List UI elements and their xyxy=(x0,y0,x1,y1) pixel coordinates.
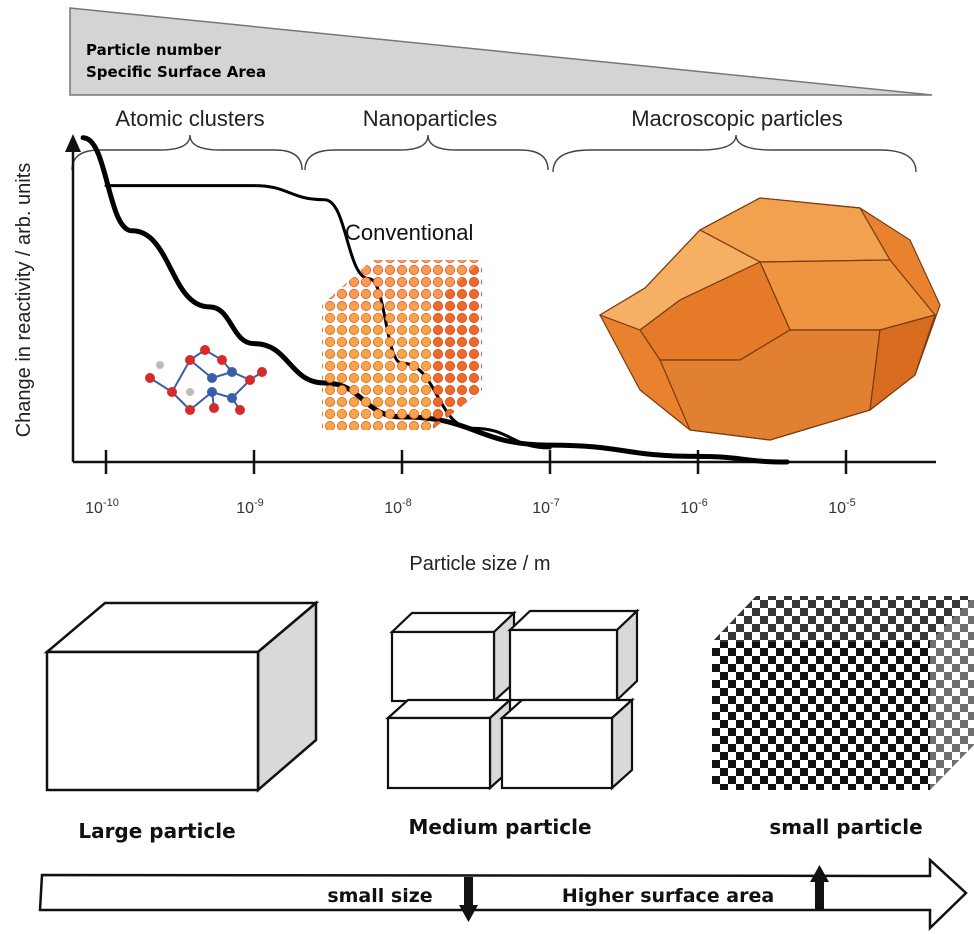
conventional-curve-label: Conventional xyxy=(345,220,473,245)
x-tick-label: 10-8 xyxy=(384,497,412,517)
x-axis-label: Particle size / m xyxy=(409,553,550,575)
brace-macroscopic xyxy=(552,134,917,173)
x-tick-label: 10-9 xyxy=(236,497,264,517)
up-marker-arrowhead xyxy=(810,865,829,882)
brace-atomic-clusters xyxy=(71,134,303,171)
banner-line1: Particle number xyxy=(86,41,222,59)
surface-area-triangle xyxy=(69,7,933,96)
arrow-text-small-size: small size xyxy=(327,885,432,907)
large-particle-label: Large particle xyxy=(78,819,235,843)
atomic-cluster-molecule xyxy=(145,345,267,415)
nanoparticle-cube xyxy=(322,260,482,430)
x-tick-label: 10-10 xyxy=(85,497,119,517)
large-particle-cube xyxy=(43,600,320,793)
down-marker-arrowhead xyxy=(459,905,478,922)
arrow-text-higher-surface: Higher surface area xyxy=(562,885,774,907)
x-tick-label: 10-5 xyxy=(828,497,856,517)
medium-particle-label: Medium particle xyxy=(408,815,591,839)
x-tick-label: 10-6 xyxy=(680,497,708,517)
medium-particle-cubes xyxy=(385,608,640,791)
small-particle-grid xyxy=(712,596,974,790)
small-particle-label: small particle xyxy=(769,815,922,839)
x-ticks: 10-10 10-9 10-8 10-7 10-6 10-5 xyxy=(85,450,856,517)
brace-nanoparticles xyxy=(304,134,549,171)
down-marker xyxy=(464,877,473,907)
region-label-macroscopic: Macroscopic particles xyxy=(631,106,843,131)
macroscopic-crystal xyxy=(598,197,941,441)
up-marker xyxy=(815,880,824,910)
banner-line2: Specific Surface Area xyxy=(86,63,266,81)
region-label-atomic-clusters: Atomic clusters xyxy=(115,106,264,131)
bottom-arrow xyxy=(38,857,968,931)
region-label-nanoparticles: Nanoparticles xyxy=(363,106,498,131)
y-axis-label: Change in reactivity / arb. units xyxy=(13,163,35,438)
x-tick-label: 10-7 xyxy=(532,497,560,517)
y-axis-arrowhead xyxy=(65,134,81,152)
